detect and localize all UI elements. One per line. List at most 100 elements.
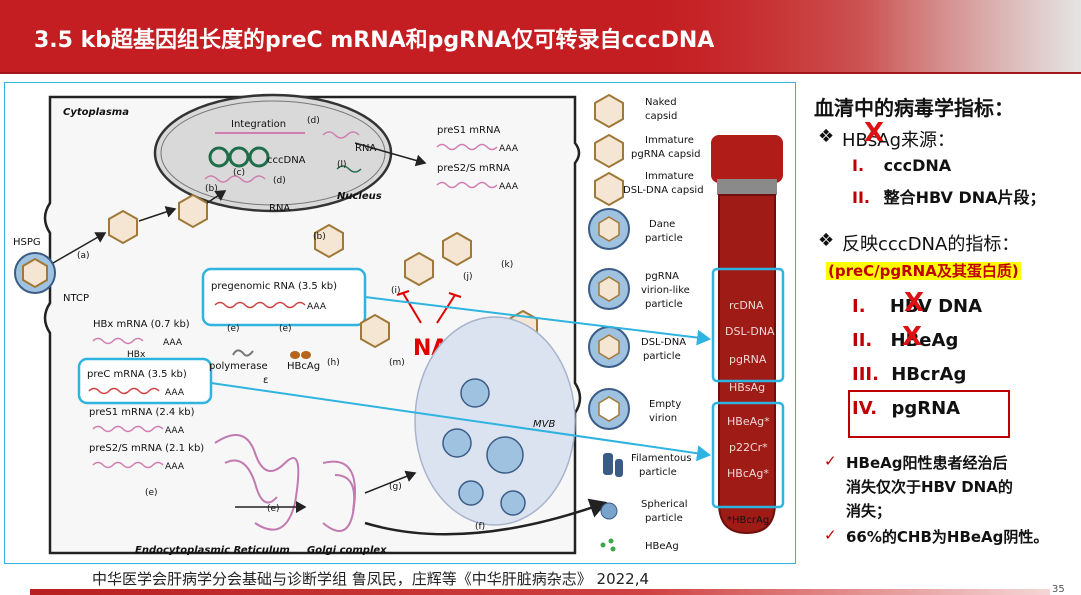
note1-line2: 消失仅次于HBV DNA的 bbox=[846, 478, 1013, 496]
aaa-label: AAA bbox=[307, 302, 327, 312]
r2-num: II. bbox=[852, 330, 873, 351]
legend-naked-1: Naked bbox=[645, 97, 677, 108]
tube-highlight-top bbox=[711, 267, 785, 383]
check-icon-2: ✓ bbox=[824, 526, 837, 544]
step-e-2: (e) bbox=[279, 324, 292, 334]
legend-sph-1: Spherical bbox=[641, 499, 687, 510]
integration-label: Integration bbox=[231, 119, 286, 130]
legend-pgrna-vlp bbox=[588, 268, 630, 310]
legend-dsl-1: DSL-DNA bbox=[641, 337, 686, 348]
header-band bbox=[0, 0, 1081, 72]
step-i: (i) bbox=[391, 286, 401, 296]
bullet2-sub-row: (preC/pgRNA及其蛋白质) bbox=[826, 260, 1021, 281]
b1-i-num: I. bbox=[852, 156, 865, 175]
legend-dsl-particle bbox=[588, 326, 630, 368]
note2: 66%的CHB为HBeAg阴性。 bbox=[846, 528, 1049, 546]
step-e-4: (e) bbox=[267, 504, 280, 514]
tube-pgrna: pgRNA bbox=[729, 353, 767, 366]
step-b: (b) bbox=[205, 184, 218, 194]
legend-spherical bbox=[600, 502, 618, 520]
step-j: (j) bbox=[463, 272, 473, 282]
pres1-cyto-label: preS1 mRNA (2.4 kb) bbox=[89, 407, 195, 418]
legend-dane-1: Dane bbox=[649, 219, 675, 230]
epsilon-label: ε bbox=[263, 375, 268, 386]
b1-ii-num: II. bbox=[852, 188, 870, 207]
nas-block-1 bbox=[402, 292, 422, 324]
tube-p22cr: p22Cr* bbox=[729, 441, 768, 454]
legend-immature-pg-capsid bbox=[594, 133, 624, 169]
mvb-particles bbox=[442, 378, 526, 516]
legend-immdsl-2: DSL-DNA capsid bbox=[623, 185, 704, 196]
r2-text: HBeAg bbox=[890, 330, 959, 351]
arrow-pgrna-to-tube bbox=[364, 296, 711, 346]
tube-hbeag: HBeAg* bbox=[727, 415, 770, 428]
legend-immdsl-1: Immature bbox=[645, 171, 694, 182]
aaa-label: AAA bbox=[163, 338, 183, 348]
check-icon-1: ✓ bbox=[824, 452, 837, 470]
step-h: (h) bbox=[327, 358, 340, 368]
legend-dane-particle bbox=[588, 208, 630, 250]
r2-row: II. HBeAg bbox=[852, 330, 958, 351]
legend-immpg-1: Immature bbox=[645, 135, 694, 146]
hbx-label: HBx mRNA (0.7 kb) bbox=[93, 319, 190, 330]
step-e-3: (e) bbox=[145, 488, 158, 498]
footer-bar bbox=[30, 589, 1050, 595]
citation: 中华医学会肝病学分会基础与诊断学组 鲁凤民，庄辉等《中华肝脏病杂志》 2022,… bbox=[92, 570, 650, 588]
bullet1-diamond: ❖ bbox=[818, 126, 835, 147]
legend-filamentous bbox=[603, 453, 623, 477]
legend-immpg-2: pgRNA capsid bbox=[631, 149, 700, 160]
r1-num: I. bbox=[852, 296, 866, 317]
legend-fil-2: particle bbox=[639, 467, 677, 478]
bullet2-diamond: ❖ bbox=[818, 230, 835, 251]
pgrna-highlight-box bbox=[848, 390, 1010, 438]
dane-particle-entry bbox=[14, 252, 56, 294]
hbcag-label: HBcAg bbox=[287, 361, 320, 372]
naked-capsid-2 bbox=[178, 193, 208, 229]
bullet1-text: HBsAg来源： bbox=[842, 130, 956, 151]
tube-hbcag: HBcAg* bbox=[727, 467, 769, 480]
pregenomic-label: pregenomic RNA (3.5 kb) bbox=[211, 281, 337, 292]
page-number: 35 bbox=[1052, 584, 1065, 595]
legend-sph-2: particle bbox=[645, 513, 683, 524]
blood-tube bbox=[711, 135, 783, 535]
mvb-label: MVB bbox=[533, 419, 555, 430]
legend-vlp-2: virion-like bbox=[641, 285, 690, 296]
cccdna-circles bbox=[208, 146, 270, 168]
bullet2-text: 反映cccDNA的指标： bbox=[842, 234, 1020, 255]
hbv-lifecycle-svg: Cytoplasma Nucleus Integration cccDNA RN… bbox=[13, 93, 785, 556]
tube-dsldna: DSL-DNA bbox=[725, 325, 775, 338]
tube-hbsag: HBsAg bbox=[729, 381, 765, 394]
legend-empty-virion bbox=[588, 388, 630, 430]
panel-heading: 血清中的病毒学指标： bbox=[814, 96, 1014, 120]
er-label: Endocytoplasmic Reticulum bbox=[135, 545, 290, 556]
legend-dane-2: particle bbox=[645, 233, 683, 244]
capsid-i bbox=[404, 251, 434, 287]
note1-line3: 消失； bbox=[846, 502, 892, 520]
nucleus-label: Nucleus bbox=[337, 191, 382, 202]
step-l: (l) bbox=[337, 160, 347, 170]
tube-highlight-bottom bbox=[711, 401, 785, 509]
r3-num: III. bbox=[852, 364, 879, 385]
b1-ii-text: 整合HBV DNA片段； bbox=[883, 188, 1046, 207]
polymerase-label: polymerase bbox=[209, 361, 268, 372]
step-d-2: (d) bbox=[307, 116, 320, 126]
header-divider bbox=[0, 72, 1081, 74]
prec-box bbox=[77, 357, 213, 405]
b1-i-row: I. cccDNA bbox=[852, 156, 951, 175]
slide-title: 3.5 kb超基因组长度的preC mRNA和pgRNA仅可转录自cccDNA bbox=[34, 28, 715, 53]
aaa-label: AAA bbox=[165, 388, 185, 398]
hbcag-dimer bbox=[290, 351, 311, 359]
nas-block-2 bbox=[436, 294, 456, 324]
aaa-label: AAA bbox=[499, 144, 519, 154]
legend-hbeag bbox=[600, 538, 616, 552]
mvb bbox=[414, 316, 576, 526]
naked-capsid-3 bbox=[314, 223, 344, 259]
prec-label: preC mRNA (3.5 kb) bbox=[87, 369, 187, 380]
b1-ii-row: II. 整合HBV DNA片段； bbox=[852, 184, 1046, 208]
step-a: (a) bbox=[77, 251, 90, 261]
step-m: (m) bbox=[389, 358, 405, 368]
cccdna-label: cccDNA bbox=[267, 155, 306, 166]
pres2-nuc-label: preS2/S mRNA bbox=[437, 163, 510, 174]
r1-text: HBV DNA bbox=[889, 296, 983, 317]
r4-num: IV. bbox=[852, 398, 878, 419]
